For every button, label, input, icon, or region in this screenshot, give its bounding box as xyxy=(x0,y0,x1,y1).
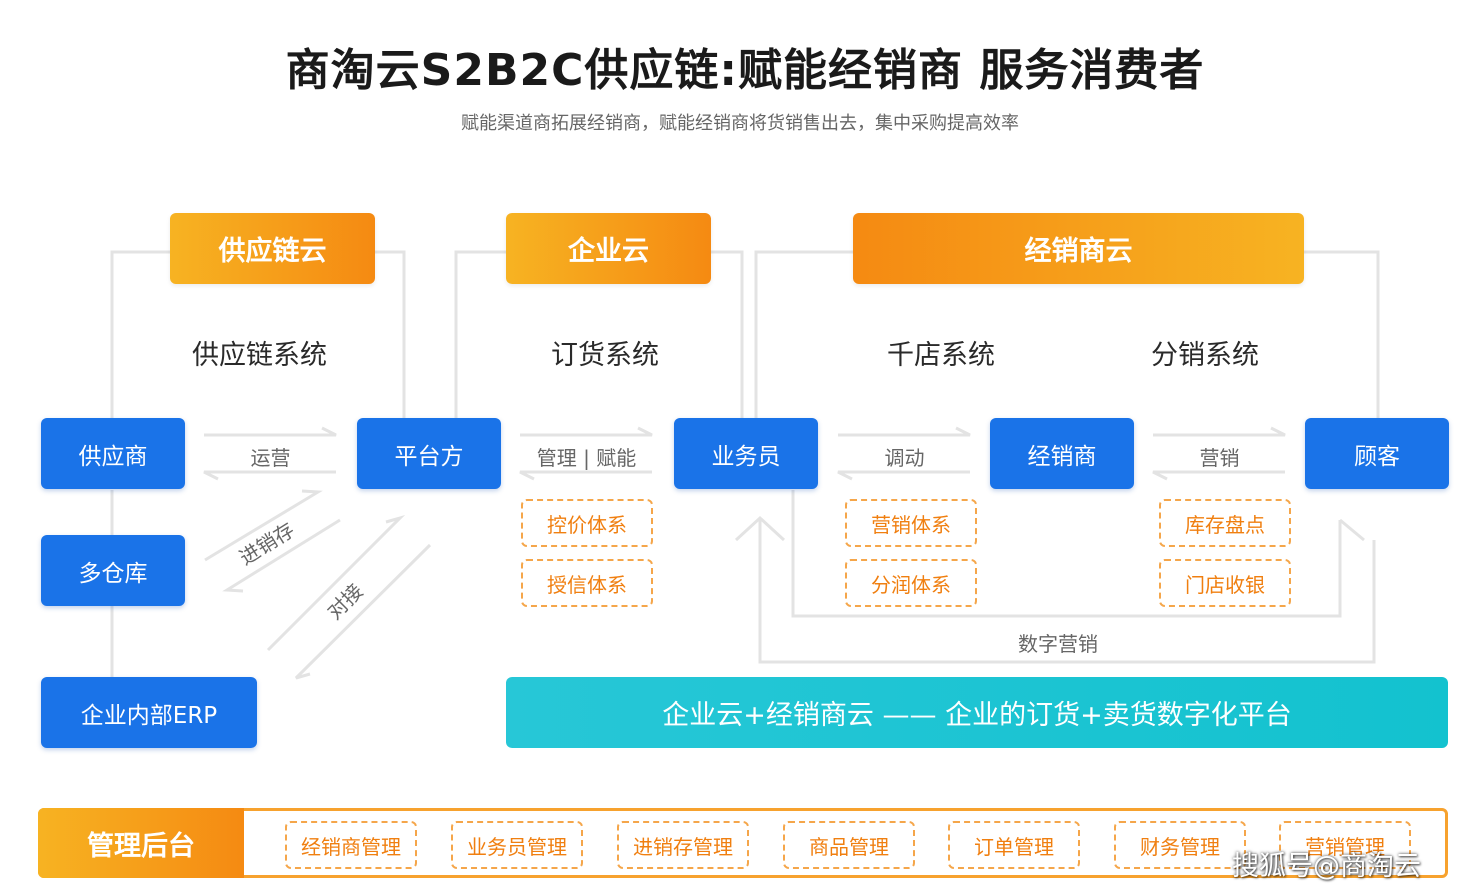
stock-check-box: 库存盘点 xyxy=(1159,499,1291,547)
dealer-node: 经销商 xyxy=(990,418,1134,489)
mgmt-item-marketing: 营销管理 xyxy=(1279,821,1411,869)
mgmt-item-product: 商品管理 xyxy=(783,821,915,869)
mgmt-item-salesman: 业务员管理 xyxy=(451,821,583,869)
credit-box: 授信体系 xyxy=(521,559,653,607)
watermark: 搜狐号@商淘云 xyxy=(1232,851,1421,882)
arrow-marketing-right xyxy=(1153,426,1286,437)
marketing-system-box: 营销体系 xyxy=(845,499,977,547)
page-title: 商淘云S2B2C供应链:赋能经销商 服务消费者 xyxy=(285,45,1205,96)
loop-arrowhead-right xyxy=(1339,518,1365,542)
digital-marketing-label: 数字营销 xyxy=(1018,632,1098,656)
dealer-frame-line-right xyxy=(1304,250,1380,418)
thousand-store-system-label: 千店系统 xyxy=(887,340,995,371)
arrow-manage-right xyxy=(520,426,653,437)
management-head: 管理后台 xyxy=(38,808,244,878)
salesman-node: 业务员 xyxy=(674,418,818,489)
manage-empower-label: 管理 | 赋能 xyxy=(536,446,637,470)
platform-node: 平台方 xyxy=(357,418,501,489)
erp-node: 企业内部ERP xyxy=(41,677,257,748)
arrow-marketing-left xyxy=(1152,470,1285,481)
distribution-system-label: 分销系统 xyxy=(1151,340,1259,371)
arrow-manage-left xyxy=(519,470,652,481)
supplier-node: 供应商 xyxy=(41,418,185,489)
supply-frame-line xyxy=(110,250,170,418)
dealer-frame-line xyxy=(754,250,853,418)
loop-arrowhead-left xyxy=(734,515,786,542)
profit-sharing-box: 分润体系 xyxy=(845,559,977,607)
price-control-box: 控价体系 xyxy=(521,499,653,547)
mgmt-item-finance: 财务管理 xyxy=(1114,821,1246,869)
supply-chain-system-label: 供应链系统 xyxy=(192,340,327,371)
page-subtitle: 赋能渠道商拓展经销商，赋能经销商将货销售出去，集中采购提高效率 xyxy=(461,113,1019,134)
arrow-dock-down xyxy=(294,543,432,680)
arrow-operate-left xyxy=(203,470,336,481)
enterprise-frame-line xyxy=(454,250,506,418)
inner-loop-line xyxy=(791,490,1342,618)
store-cashier-box: 门店收银 xyxy=(1159,559,1291,607)
allocate-label: 调动 xyxy=(884,446,925,470)
operate-label: 运营 xyxy=(250,446,291,470)
digital-marketing-line xyxy=(758,518,1376,664)
mgmt-item-dealer: 经销商管理 xyxy=(285,821,417,869)
arrow-inventory-down xyxy=(222,518,341,593)
mgmt-item-inventory: 进销存管理 xyxy=(617,821,749,869)
arrow-allocate-right xyxy=(838,426,971,437)
arrow-dock-up xyxy=(266,514,406,652)
enterprise-cloud-header: 企业云 xyxy=(506,213,711,284)
marketing-label: 营销 xyxy=(1199,446,1240,470)
dealer-cloud-header: 经销商云 xyxy=(853,213,1304,284)
digital-platform-bar: 企业云+经销商云 —— 企业的订货+卖货数字化平台 xyxy=(506,677,1448,748)
arrow-allocate-left xyxy=(837,470,970,481)
arrow-operate-right xyxy=(204,426,337,437)
customer-node: 顾客 xyxy=(1305,418,1449,489)
ordering-system-label: 订货系统 xyxy=(551,340,659,371)
supply-chain-cloud-header: 供应链云 xyxy=(170,213,375,284)
enterprise-frame-line-right xyxy=(711,250,744,418)
mgmt-item-order: 订单管理 xyxy=(948,821,1080,869)
warehouse-node: 多仓库 xyxy=(41,535,185,606)
arrow-inventory-up xyxy=(204,489,323,562)
management-bar xyxy=(38,808,1448,878)
supply-frame-line-right xyxy=(375,250,406,418)
